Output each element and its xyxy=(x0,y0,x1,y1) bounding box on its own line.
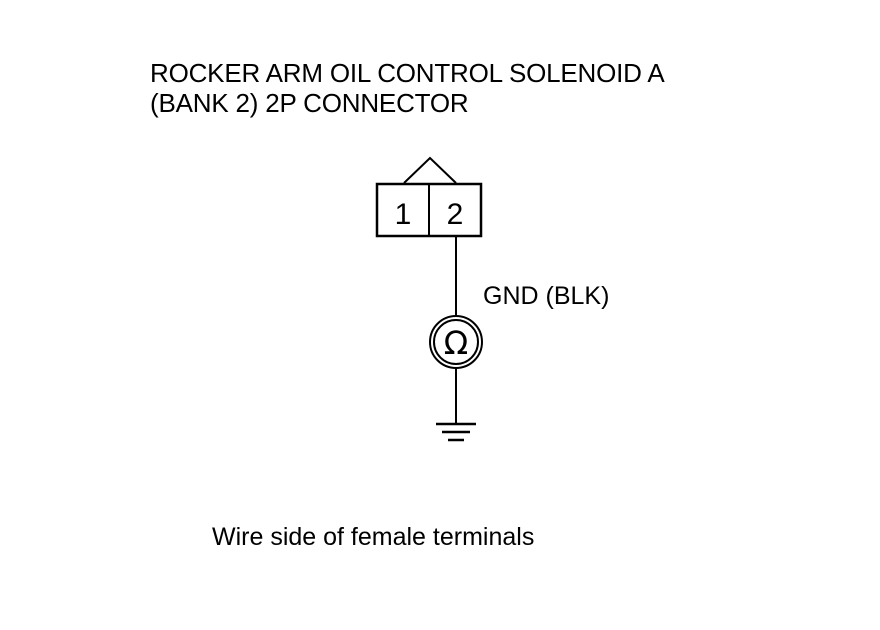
ohmmeter-icon: Ω xyxy=(429,315,483,369)
terminal-2-label: 2 xyxy=(447,198,464,231)
wire-label: GND (BLK) xyxy=(483,282,610,310)
title-line-2: (BANK 2) 2P CONNECTOR xyxy=(150,88,469,118)
ohm-symbol: Ω xyxy=(444,324,468,362)
ground-icon xyxy=(436,422,476,442)
terminal-1-label: 1 xyxy=(395,198,412,231)
diagram-title: ROCKER ARM OIL CONTROL SOLENOID A (BANK … xyxy=(150,58,665,118)
diagram-caption: Wire side of female terminals xyxy=(212,523,535,551)
title-line-1: ROCKER ARM OIL CONTROL SOLENOID A xyxy=(150,58,665,88)
connector-lock-tab xyxy=(403,156,457,184)
